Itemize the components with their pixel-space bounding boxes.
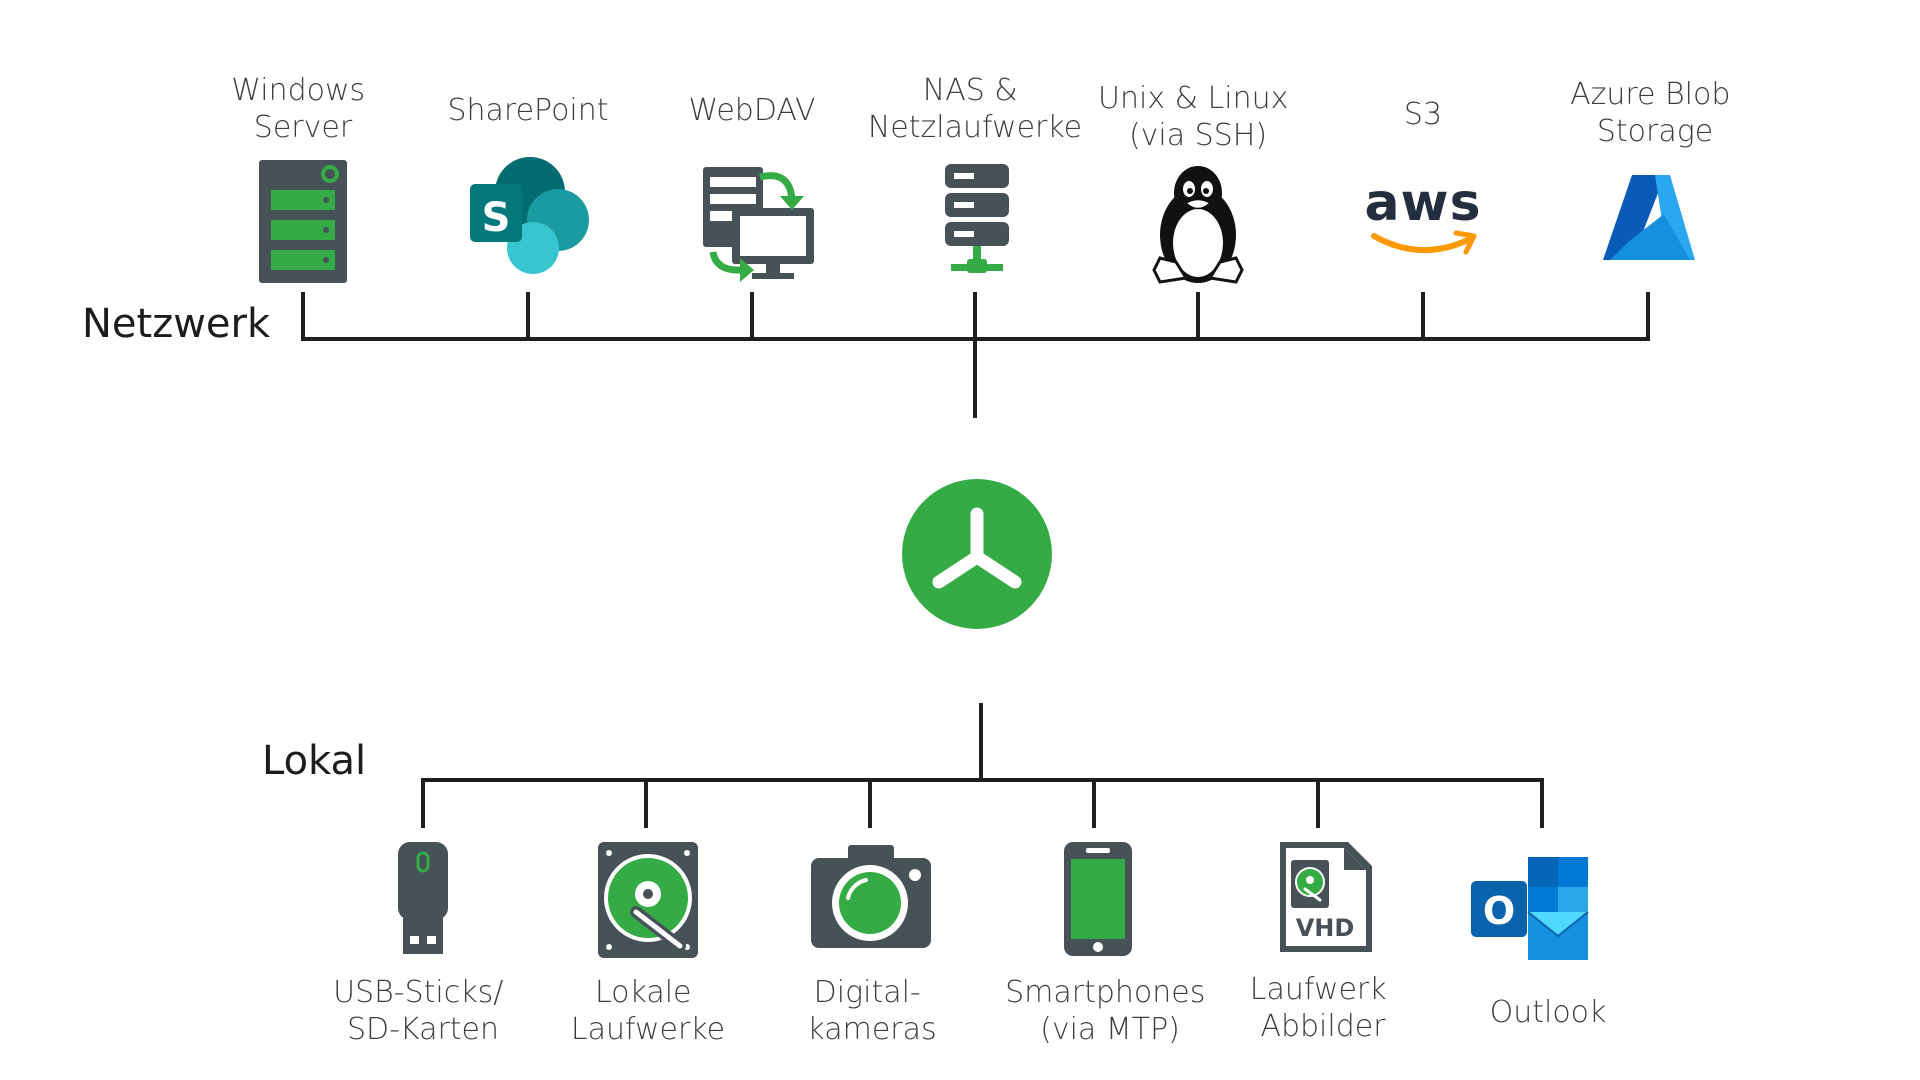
- network-group-label: Netzwerk: [82, 301, 271, 347]
- network-item-unix-linux: Unix & Linux (via SSH): [1098, 81, 1298, 284]
- item-label: Outlook: [1490, 995, 1607, 1030]
- item-label: Windows Server: [231, 73, 374, 145]
- network-connectors: [301, 292, 1650, 418]
- svg-text:O: O: [1483, 889, 1515, 933]
- usb-stick-icon: [398, 842, 448, 954]
- linux-tux-icon: [1152, 166, 1244, 284]
- server-rack-icon: [259, 160, 347, 283]
- svg-text:VHD: VHD: [1296, 914, 1355, 942]
- network-item-azure-blob: Azure Blob Storage: [1570, 77, 1740, 260]
- svg-text:S: S: [482, 195, 511, 241]
- local-item-local-drives: Lokale Laufwerke: [571, 842, 725, 1047]
- network-item-webdav: WebDAV: [688, 93, 816, 282]
- webdav-sync-icon: [703, 167, 814, 282]
- aws-logo-icon: aws: [1364, 173, 1481, 255]
- item-label: SharePoint: [447, 93, 608, 128]
- item-label: USB-Sticks/ SD-Karten: [333, 975, 513, 1047]
- svg-text:aws: aws: [1364, 173, 1481, 233]
- network-item-nas: NAS & Netzlaufwerke: [868, 73, 1082, 273]
- item-label: S3: [1404, 97, 1442, 132]
- local-group-label: Lokal: [262, 738, 366, 784]
- item-label: Digital- kameras: [807, 975, 936, 1047]
- local-item-cameras: Digital- kameras: [807, 845, 937, 1047]
- network-item-windows-server: Windows Server: [231, 73, 374, 283]
- item-label: Laufwerk Abbilder: [1250, 972, 1396, 1044]
- item-label: Azure Blob Storage: [1570, 77, 1740, 149]
- local-item-usb: USB-Sticks/ SD-Karten: [333, 842, 513, 1047]
- camera-icon: [811, 845, 931, 948]
- item-label: NAS & Netzlaufwerke: [868, 73, 1082, 145]
- smartphone-icon: [1064, 842, 1132, 956]
- nas-icon: [945, 164, 1009, 273]
- sharepoint-logo-icon: S: [470, 157, 589, 274]
- network-item-s3: S3 aws: [1364, 97, 1481, 255]
- item-label: Smartphones (via MTP): [1005, 975, 1215, 1047]
- local-connectors: [421, 703, 1544, 828]
- network-item-sharepoint: SharePoint S: [447, 93, 609, 274]
- azure-logo-icon: [1603, 175, 1695, 260]
- vhd-file-icon: VHD: [1280, 842, 1372, 952]
- local-item-outlook: O Outlook: [1471, 857, 1606, 1030]
- local-item-drive-images: VHD Laufwerk Abbilder: [1250, 842, 1396, 1044]
- item-label: WebDAV: [688, 93, 815, 128]
- item-label: Lokale Laufwerke: [571, 975, 725, 1047]
- hub-logo-icon: [902, 479, 1052, 629]
- outlook-logo-icon: O: [1471, 857, 1589, 960]
- local-item-smartphones: Smartphones (via MTP): [1005, 842, 1215, 1047]
- item-label: Unix & Linux (via SSH): [1098, 81, 1298, 153]
- hard-drive-icon: [598, 842, 698, 958]
